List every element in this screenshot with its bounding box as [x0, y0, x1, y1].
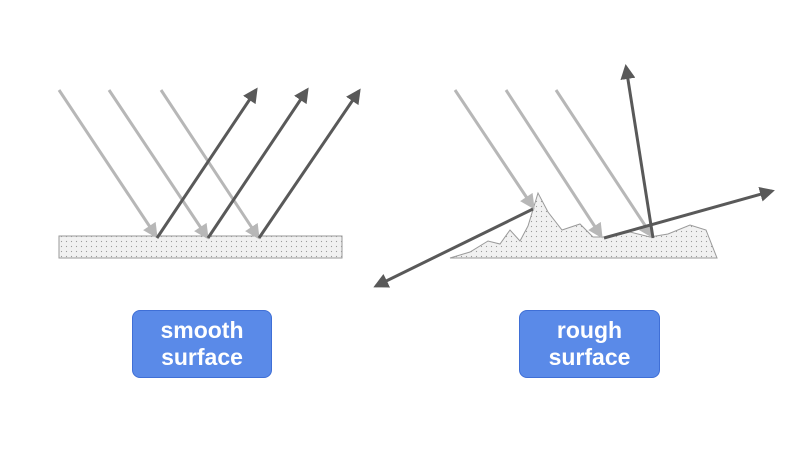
- rough-reflected-ray-up: [620, 64, 655, 239]
- smooth-surface-label: smooth surface: [132, 310, 272, 378]
- smooth-reflected-ray-3: [257, 88, 361, 239]
- rough-reflected-ray-left: [373, 207, 534, 288]
- smooth-surface-group: [57, 87, 361, 259]
- smooth-incident-ray-1: [57, 89, 158, 239]
- smooth-reflected-ray-2: [206, 87, 309, 239]
- smooth-label-line-1: smooth: [160, 317, 244, 343]
- rough-label-line-2: surface: [548, 344, 631, 370]
- rough-incident-ray-2: [504, 89, 603, 239]
- smooth-incident-ray-2: [107, 89, 209, 240]
- smooth-incident-ray-3: [159, 89, 260, 240]
- smooth-reflected-ray-1: [155, 87, 258, 239]
- rough-reflected-ray-right: [603, 187, 775, 240]
- smooth-surface: [58, 235, 343, 259]
- rough-label-line-1: rough: [556, 317, 623, 343]
- rough-incident-ray-3: [554, 89, 654, 239]
- rough-surface-group: [373, 64, 775, 288]
- smooth-label-line-2: surface: [161, 344, 243, 370]
- rough-incident-ray-1: [453, 89, 535, 210]
- rough-surface: [449, 191, 718, 259]
- rough-surface-label: rough surface: [519, 310, 660, 378]
